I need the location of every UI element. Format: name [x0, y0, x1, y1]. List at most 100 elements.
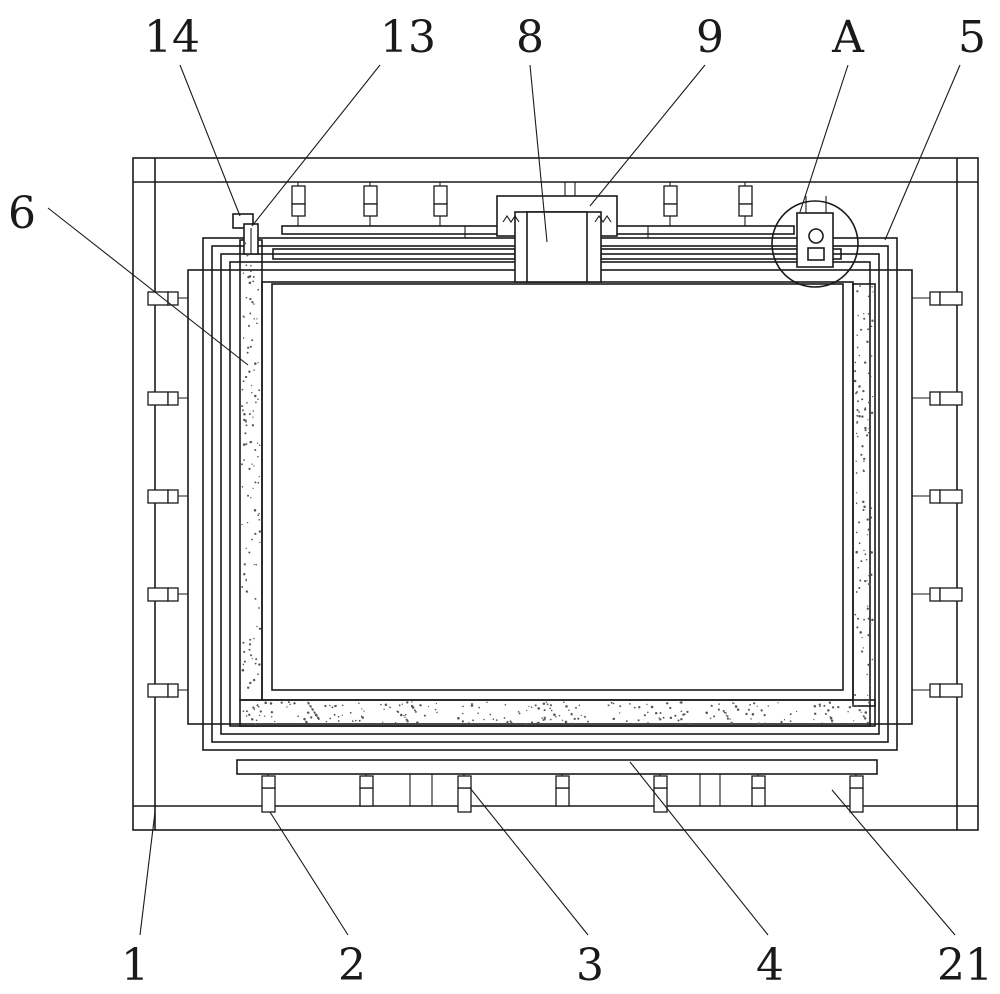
speckle-dot: [250, 264, 252, 267]
speckle-texture: [241, 242, 874, 725]
speckle-dot: [783, 719, 786, 721]
speckle-dot: [867, 694, 869, 696]
speckle-dot: [565, 705, 568, 708]
speckle-dot: [305, 721, 308, 724]
speckle-dot: [857, 400, 859, 403]
speckle-dot: [257, 288, 260, 291]
speckle-dot: [247, 346, 250, 349]
speckle-dot: [467, 722, 470, 724]
speckle-dot: [241, 486, 244, 488]
speckle-dot: [241, 388, 244, 391]
speckle-dot: [247, 686, 250, 689]
speckle-dot: [856, 435, 859, 438]
speckle-dot: [723, 711, 726, 714]
speckle-dot: [860, 711, 862, 713]
spring-top-2: [363, 182, 378, 226]
speckle-dot: [341, 714, 344, 716]
speckle-dot: [862, 469, 865, 472]
leader-9: [589, 64, 706, 207]
speckle-dot: [509, 720, 512, 723]
speckle-dot: [264, 715, 266, 717]
leader-a: [799, 64, 849, 213]
speckle-dot: [852, 704, 855, 707]
speckle-dot: [270, 715, 273, 718]
speckle-dot: [530, 706, 533, 708]
speckle-dot: [857, 617, 860, 620]
spring-left-2: [147, 391, 188, 406]
speckle-dot: [311, 708, 314, 711]
speckle-dot: [349, 711, 352, 714]
callout-8: 8: [516, 12, 544, 63]
speckle-dot: [549, 704, 552, 707]
speckle-dot: [564, 720, 568, 724]
speckle-dot: [867, 313, 870, 315]
speckle-dot: [309, 705, 312, 708]
speckle-dot: [506, 720, 509, 724]
speckle-dot: [253, 563, 255, 566]
speckle-dot: [763, 714, 766, 717]
speckle-dot: [534, 704, 537, 707]
speckle-dot: [854, 361, 857, 364]
speckle-dot: [856, 414, 859, 417]
speckle-dot: [867, 633, 870, 637]
speckle-dot: [361, 708, 363, 710]
speckle-dot: [257, 361, 259, 364]
speckle-dot: [607, 704, 610, 707]
speckle-dot: [612, 718, 614, 720]
speckle-dot: [863, 549, 865, 552]
speckle-dot: [860, 328, 863, 331]
speckle-dot: [871, 618, 874, 622]
callout-14: 14: [144, 12, 200, 63]
speckle-dot: [251, 538, 253, 541]
speckle-dot: [337, 720, 340, 722]
speckle-dot: [856, 421, 859, 423]
speckle-dot: [254, 532, 256, 535]
speckle-dot: [248, 275, 252, 278]
speckle-dot: [246, 401, 248, 404]
speckle-dot: [546, 703, 549, 706]
speckle-dot: [241, 585, 244, 588]
speckle-dot: [736, 708, 740, 711]
speckle-dot: [244, 420, 247, 423]
speckle-dot: [545, 701, 548, 703]
speckle-dot: [245, 264, 248, 267]
speckle-dot: [243, 650, 246, 653]
speckle-dot: [242, 663, 245, 666]
spring-left-5: [147, 683, 188, 698]
top-left-connector: [232, 213, 259, 255]
speckle-dot: [709, 717, 712, 720]
speckle-dot: [248, 648, 251, 651]
speckle-dot: [462, 705, 464, 708]
speckle-dot: [726, 717, 729, 720]
speckle-dot: [858, 411, 860, 413]
speckle-dot: [863, 717, 867, 720]
speckle-dot: [829, 716, 833, 720]
speckle-dot: [868, 574, 870, 577]
leader-14: [179, 64, 241, 217]
speckle-dot: [486, 701, 488, 703]
speckle-dot: [248, 281, 252, 285]
speckle-dot: [313, 711, 316, 714]
speckle-dot: [435, 702, 438, 705]
nested-shells: [187, 237, 913, 751]
speckle-dot: [254, 662, 257, 665]
speckle-dot: [610, 701, 613, 704]
callout-2: 2: [338, 940, 366, 989]
speckle-dot: [252, 487, 254, 490]
speckle-dot: [256, 625, 258, 628]
spring-left-4: [147, 587, 188, 602]
speckle-dot: [286, 706, 288, 708]
speckle-dot: [872, 395, 874, 398]
speckle-dot: [863, 505, 866, 508]
speckle-dot: [257, 705, 260, 708]
speckle-dot: [256, 704, 259, 707]
leader-lines: [47, 64, 961, 936]
spring-right-3: [912, 489, 963, 504]
speckle-dot: [619, 712, 621, 714]
speckle-dot: [871, 285, 873, 288]
speckle-dot: [549, 707, 551, 710]
speckle-dot: [405, 718, 408, 721]
speckle-dot: [718, 703, 720, 705]
speckle-dot: [252, 678, 256, 682]
spring-right-1: [912, 291, 963, 306]
